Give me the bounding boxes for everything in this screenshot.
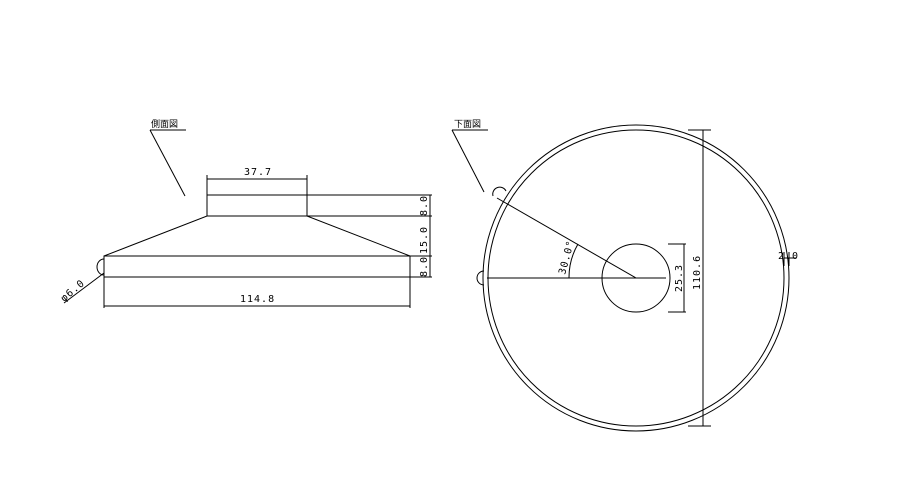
outer-circle [482, 124, 790, 432]
bottom-view: 下面図 30.0° 25.3 110.6 2.0 [451, 119, 799, 432]
dim-inner-dia: 25.3 [674, 264, 685, 292]
dim-taper-height: 15.0 [419, 226, 430, 254]
dim-hole-leader [63, 272, 105, 304]
dim-angle: 30.0° [557, 239, 577, 276]
dim-rim: 2.0 [778, 251, 799, 262]
dim-hole-dia: φ6.0 [59, 278, 88, 304]
radial-line-angled [496, 197, 637, 279]
bottom-view-label-leader [451, 129, 485, 193]
side-taper [103, 215, 411, 257]
dim-top-width: 37.7 [244, 167, 272, 178]
dim-top-height: 8.0 [419, 195, 430, 216]
side-top-block [206, 194, 308, 217]
dim-bottom-width: 114.8 [240, 294, 275, 305]
side-hole-bump [96, 258, 105, 276]
dim-outer-dia: 110.6 [692, 255, 703, 290]
bottom-view-label: 下面図 [454, 119, 481, 130]
dim-base-height: 8.0 [419, 256, 430, 277]
side-view-label-leader [149, 129, 186, 197]
angle-arc [568, 243, 579, 279]
side-base [103, 255, 411, 278]
side-view: 側面図 37.7 114.8 8.0 15.0 8.0 φ6.0 [59, 118, 432, 308]
rim-hole-upper [492, 186, 507, 197]
rim-hole-left [476, 270, 485, 286]
side-view-label: 側面図 [151, 118, 178, 130]
